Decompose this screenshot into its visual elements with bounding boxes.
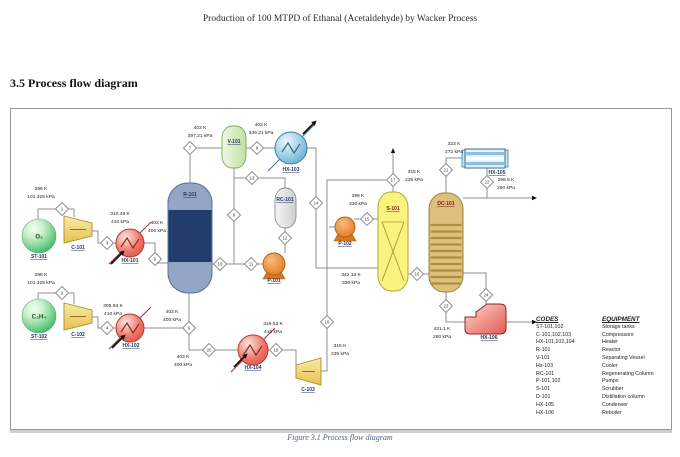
legend-row: S-101 Scrubber [536, 386, 668, 394]
legend-equipment: Pumps [602, 378, 619, 385]
figure-caption: Figure 3.1 Process flow diagram [287, 433, 393, 442]
legend-equipment: Scrubber [602, 386, 624, 393]
document-title: Production of 100 MTPD of Ethanal (Aceta… [202, 14, 478, 24]
legend-equipment: Compressors [602, 331, 634, 338]
legend-row: RC-101 Regenerating Column [536, 371, 668, 379]
legend-codes-header: CODES [536, 316, 559, 323]
legend-equipment: Distillation column [602, 393, 645, 400]
legend-equipment: Storage tanks [602, 323, 635, 330]
legend-code: P-101,102 [536, 378, 561, 385]
legend-equipment-header: EQUIPMENT [602, 316, 640, 323]
legend-code: RC-101 [536, 370, 555, 377]
legend-code: C-101,102,103 [536, 331, 572, 338]
legend-equipment: Heater [602, 339, 618, 346]
legend-code: HX-105 [536, 401, 554, 408]
legend-row: R-101 Reactor [536, 347, 668, 355]
legend-row: D-101 Distillation column [536, 394, 668, 402]
legend-row: HX-105 Condenser [536, 402, 668, 410]
legend-equipment: Condenser [602, 401, 628, 408]
legend-equipment: Separating Vessel [602, 354, 645, 361]
legend-header-row: CODES EQUIPMENT [536, 316, 668, 324]
legend-row: HX-101,102,104 Heater [536, 339, 668, 347]
legend-row: P-101,102 Pumps [536, 378, 668, 386]
legend-row: C-101,102,103 Compressors [536, 332, 668, 340]
legend-equipment: Reboiler [602, 409, 622, 416]
legend-row: ST-101,102 Storage tanks [536, 324, 668, 332]
legend-equipment: Cooler [602, 362, 618, 369]
legend-row: Hx-103 Cooler [536, 363, 668, 371]
legend-code: S-101 [536, 386, 551, 393]
legend-code: R-101 [536, 347, 551, 354]
legend-code: V-101 [536, 354, 550, 361]
legend-code: HX-106 [536, 409, 554, 416]
legend-equipment: Regenerating Column [602, 370, 654, 377]
legend-code: D-101 [536, 393, 551, 400]
legend-row: V-101 Separating Vessel [536, 355, 668, 363]
legend-equipment: Reactor [602, 347, 621, 354]
legend-code: Hx-103 [536, 362, 554, 369]
legend-code: HX-101,102,104 [536, 339, 575, 346]
legend-code: ST-101,102 [536, 323, 564, 330]
section-heading: 3.5 Process flow diagram [10, 76, 138, 90]
legend-row: HX-106 Reboiler [536, 410, 668, 418]
